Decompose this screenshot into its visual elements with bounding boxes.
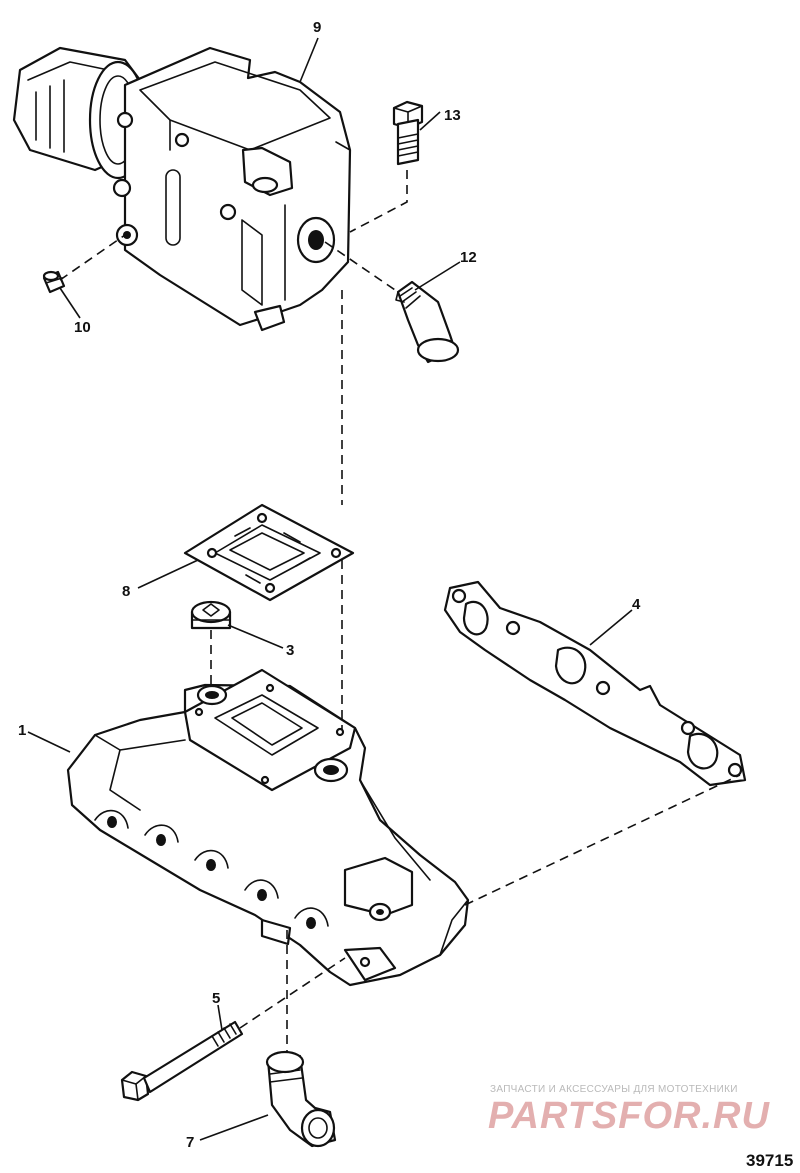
leader-lines [27,37,633,1141]
callout-10: 10 [74,319,91,336]
part-13-bolt [392,100,424,166]
callout-13: 13 [444,107,461,124]
callout-labels: 9 13 12 10 8 3 4 1 5 7 [18,19,641,1151]
part-12-hose-fitting [395,280,460,364]
callout-5: 5 [212,990,220,1007]
watermark-brand: PARTSFOR.RU [488,1095,770,1137]
part-7-elbow-fitting [265,1050,337,1148]
part-5-long-bolt [120,1020,244,1102]
part-3-hex-plug [190,600,232,630]
figure-number: 39715 [746,1151,793,1170]
watermark: ЗАПЧАСТИ И АКСЕССУАРЫ ДЛЯ МОТОТЕХНИКИ PA… [488,1084,770,1137]
callout-9: 9 [313,19,321,36]
callout-4: 4 [632,596,641,613]
assembly-lines [59,170,741,1052]
part-4-manifold-gasket [443,580,747,787]
watermark-caption: ЗАПЧАСТИ И АКСЕССУАРЫ ДЛЯ МОТОТЕХНИКИ [490,1084,738,1095]
part-1-exhaust-manifold [66,668,470,987]
callout-7: 7 [186,1134,194,1151]
callout-1: 1 [18,722,26,739]
callout-12: 12 [460,249,477,266]
callout-8: 8 [122,583,130,600]
part-9-exhaust-elbow [12,46,352,332]
part-10-pipe-plug [42,270,66,294]
part-8-elbow-gasket [183,503,355,602]
callout-3: 3 [286,642,294,659]
